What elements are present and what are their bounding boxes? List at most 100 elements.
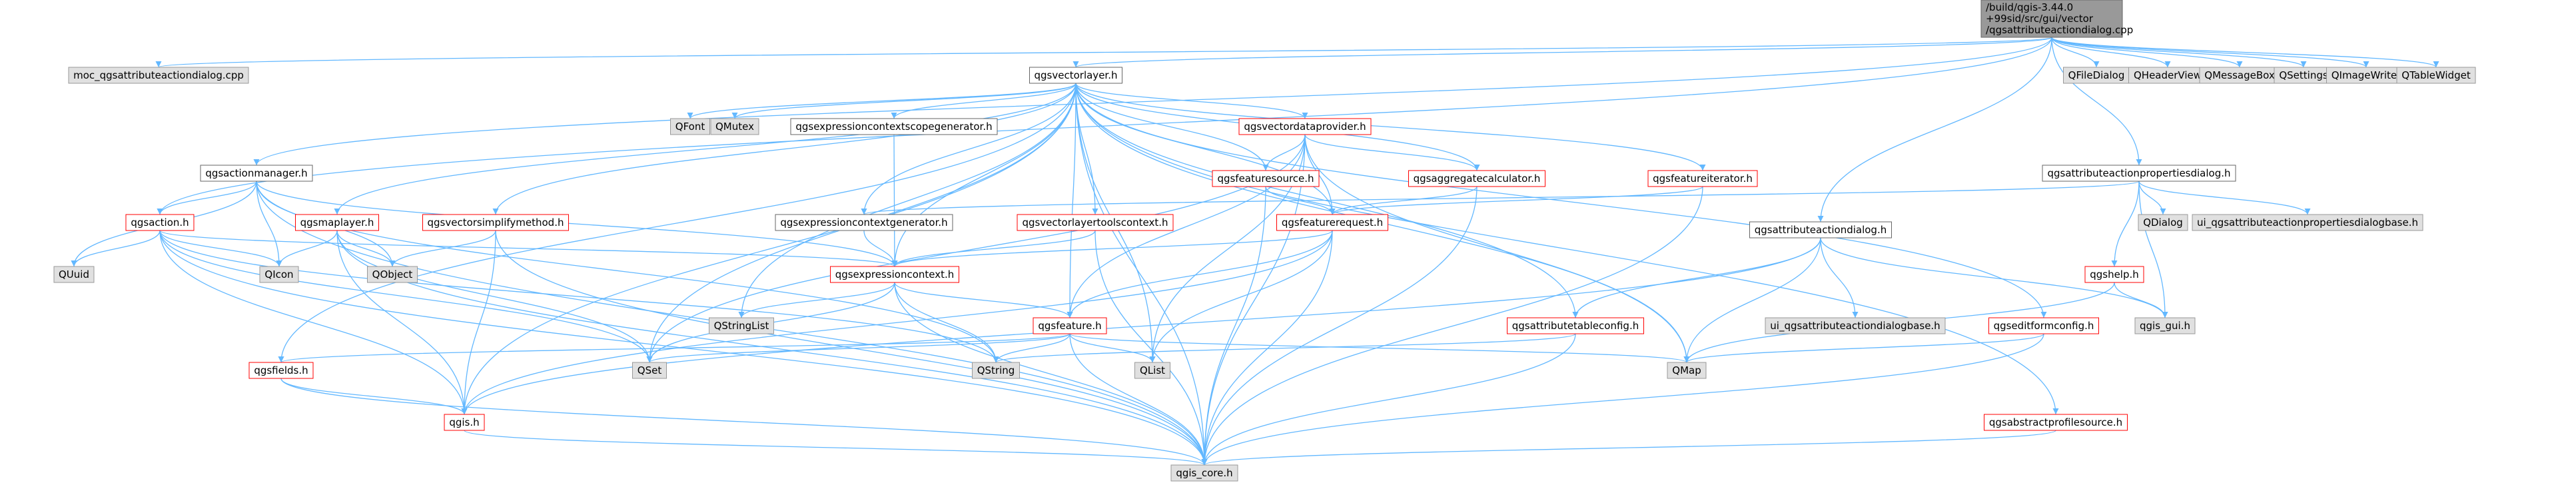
- node-qgshelp[interactable]: qgshelp.h: [2084, 266, 2144, 283]
- node-box: [422, 214, 569, 231]
- node-label: qgsfields.h: [254, 364, 308, 376]
- node-qgsfeatureiterator[interactable]: qgsfeatureiterator.h: [1647, 170, 1758, 187]
- edge-qgsvectorlayer-to-qgsfeature: [1067, 83, 1076, 318]
- edge-qgsfeaturerequest-to-qgsfeature: [1067, 230, 1333, 318]
- edge-qgsvectorlayer-to-qgsvectorsimplifymethod: [492, 83, 1076, 215]
- node-qgsaggregatecalculator[interactable]: qgsaggregatecalculator.h: [1408, 170, 1545, 187]
- node-ui_dialog[interactable]: ui_qgsattributeactiondialogbase.h: [1765, 317, 1946, 334]
- node-QUuid[interactable]: QUuid: [53, 266, 95, 283]
- node-qgsattributetableconfig[interactable]: qgsattributetableconfig.h: [1507, 317, 1644, 334]
- node-box: [259, 266, 299, 283]
- node-qgsattributeactiondialog[interactable]: qgsattributeactiondialog.h: [1749, 221, 1892, 239]
- node-label: QImageWriter: [2332, 69, 2401, 81]
- node-QFileDialog[interactable]: QFileDialog: [2063, 67, 2130, 84]
- node-label: +99sid/src/gui/vector: [1986, 13, 2094, 25]
- node-box: [1408, 170, 1545, 187]
- node-box: [2326, 67, 2406, 84]
- node-qgsactionmanager[interactable]: qgsactionmanager.h: [200, 165, 313, 182]
- edge-qgsvectordataprovider-to-qgis_core: [1201, 134, 1306, 466]
- node-QString[interactable]: QString: [972, 362, 1020, 379]
- node-box: [1238, 118, 1372, 135]
- node-qgis_core[interactable]: qgis_core.h: [1170, 464, 1238, 482]
- node-box: [709, 317, 774, 334]
- node-box: [1647, 170, 1758, 187]
- node-label: QSettings: [2279, 69, 2328, 81]
- node-label: qgsaggregatecalculator.h: [1414, 173, 1541, 185]
- node-QTableWidget[interactable]: QTableWidget: [2396, 67, 2476, 84]
- edge-qgsfeaturerequest-to-qgis: [461, 230, 1333, 415]
- node-QList[interactable]: QList: [1134, 362, 1170, 379]
- node-qgis_gui[interactable]: qgis_gui.h: [2134, 317, 2196, 334]
- node-QHeaderView[interactable]: QHeaderView: [2128, 67, 2207, 84]
- node-label: QUuid: [59, 268, 89, 280]
- node-qgsexpressioncontextgenerator[interactable]: qgsexpressioncontextgenerator.h: [775, 214, 953, 231]
- edge-qgsvectorlayer-to-qgsfeaturerequest: [1075, 83, 1336, 215]
- edge-qgsattributeactiondialog-to-ui_dialog: [1820, 237, 1859, 318]
- node-label: qgis_core.h: [1176, 467, 1232, 480]
- edge-root-to-QMessageBox: [2051, 37, 2243, 68]
- node-qgsvectordataprovider[interactable]: qgsvectordataprovider.h: [1238, 118, 1372, 135]
- node-qgis[interactable]: qgis.h: [444, 414, 485, 431]
- node-QImageWriter[interactable]: QImageWriter: [2326, 67, 2406, 84]
- node-QIcon[interactable]: QIcon: [259, 266, 299, 283]
- node-box: [790, 118, 998, 135]
- node-label: qgshelp.h: [2090, 268, 2139, 280]
- node-qgsvectorsimplifymethod[interactable]: qgsvectorsimplifymethod.h: [422, 214, 569, 231]
- edge-qgsfeatureiterator-to-qgis_core: [1201, 186, 1703, 466]
- edge-qgsvectordataprovider-to-qgsaggregatecalculator: [1304, 134, 1480, 171]
- node-label: /build/qgis-3.44.0: [1986, 1, 2073, 13]
- node-QObject[interactable]: QObject: [367, 266, 418, 283]
- node-box: [1988, 317, 2099, 334]
- node-qgsabstractprofilesource[interactable]: qgsabstractprofilesource.h: [1984, 414, 2128, 431]
- node-moc[interactable]: moc_qgsattributeactiondialog.cpp: [68, 67, 249, 84]
- edge-root-to-QImageWriter: [2051, 37, 2369, 68]
- node-QStringList[interactable]: QStringList: [709, 317, 774, 334]
- node-ui_props[interactable]: ui_qgsattributeactionpropertiesdialogbas…: [2192, 214, 2423, 231]
- node-qgsfeaturesource[interactable]: qgsfeaturesource.h: [1212, 170, 1320, 187]
- node-qgsexpressioncontextscopegenerator[interactable]: qgsexpressioncontextscopegenerator.h: [790, 118, 998, 135]
- node-root[interactable]: /build/qgis-3.44.0+99sid/src/gui/vector/…: [1980, 0, 2133, 38]
- edge-qgsfeature-to-QSet: [646, 333, 1071, 363]
- node-box: [2192, 214, 2423, 231]
- node-QMap[interactable]: QMap: [1667, 362, 1707, 379]
- edge-root-to-QSettings: [2051, 37, 2307, 68]
- node-label: qgsattributeactiondialog.h: [1755, 224, 1887, 236]
- node-qgsvectorlayer[interactable]: qgsvectorlayer.h: [1029, 67, 1122, 84]
- node-QMessageBox[interactable]: QMessageBox: [2199, 67, 2280, 84]
- node-qgsfeature[interactable]: qgsfeature.h: [1033, 317, 1107, 334]
- node-qgsattributeactionpropertiesdialog[interactable]: qgsattributeactionpropertiesdialog.h: [2042, 165, 2236, 182]
- edge-qgsvectorlayer-to-qgsfeatureiterator: [1075, 83, 1706, 171]
- edge-qgsvectorlayer-to-QMutex: [731, 83, 1076, 119]
- node-QSet[interactable]: QSet: [632, 362, 667, 379]
- node-label: QSet: [638, 364, 662, 376]
- node-label: ui_qgsattributeactionpropertiesdialogbas…: [2197, 217, 2418, 229]
- node-box: [2396, 67, 2476, 84]
- node-box: [670, 118, 710, 135]
- node-box: [1033, 317, 1107, 334]
- edge-qgseditformconfig-to-qgis_core: [1201, 333, 2044, 466]
- edge-qgsvectorlayer-to-qgseditformconfig: [1075, 83, 2047, 318]
- node-box: [2274, 67, 2334, 84]
- node-qgsvectorlayertoolscontext[interactable]: qgsvectorlayertoolscontext.h: [1017, 214, 1174, 231]
- node-label: qgsfeaturerequest.h: [1282, 217, 1383, 229]
- node-qgsfeaturerequest[interactable]: qgsfeaturerequest.h: [1276, 214, 1388, 231]
- node-qgseditformconfig[interactable]: qgseditformconfig.h: [1988, 317, 2099, 334]
- node-label: QTableWidget: [2401, 69, 2471, 81]
- edge-qgsactionmanager-to-qgsexpressioncontext: [256, 181, 898, 267]
- edge-qgsexpressioncontextscopegenerator-to-qgsexpressioncontext: [891, 134, 898, 267]
- edge-qgsvectorsimplifymethod-to-QObject: [389, 230, 496, 267]
- node-qgsaction[interactable]: qgsaction.h: [125, 214, 195, 231]
- node-box: [1212, 170, 1320, 187]
- node-qgsfields[interactable]: qgsfields.h: [248, 362, 314, 379]
- node-QMutex[interactable]: QMutex: [710, 118, 759, 135]
- node-box: [367, 266, 418, 283]
- node-QFont[interactable]: QFont: [670, 118, 710, 135]
- node-qgsexpressioncontext[interactable]: qgsexpressioncontext.h: [830, 266, 959, 283]
- node-label: qgis_gui.h: [2140, 320, 2190, 332]
- node-label: QMutex: [715, 121, 754, 133]
- node-QDialog[interactable]: QDialog: [2138, 214, 2188, 231]
- node-label: qgis.h: [449, 416, 479, 428]
- node-QSettings[interactable]: QSettings: [2274, 67, 2334, 84]
- edge-qgsvectorlayer-to-qgsabstractprofilesource: [1075, 83, 2059, 415]
- node-qgsmaplayer[interactable]: qgsmaplayer.h: [295, 214, 379, 231]
